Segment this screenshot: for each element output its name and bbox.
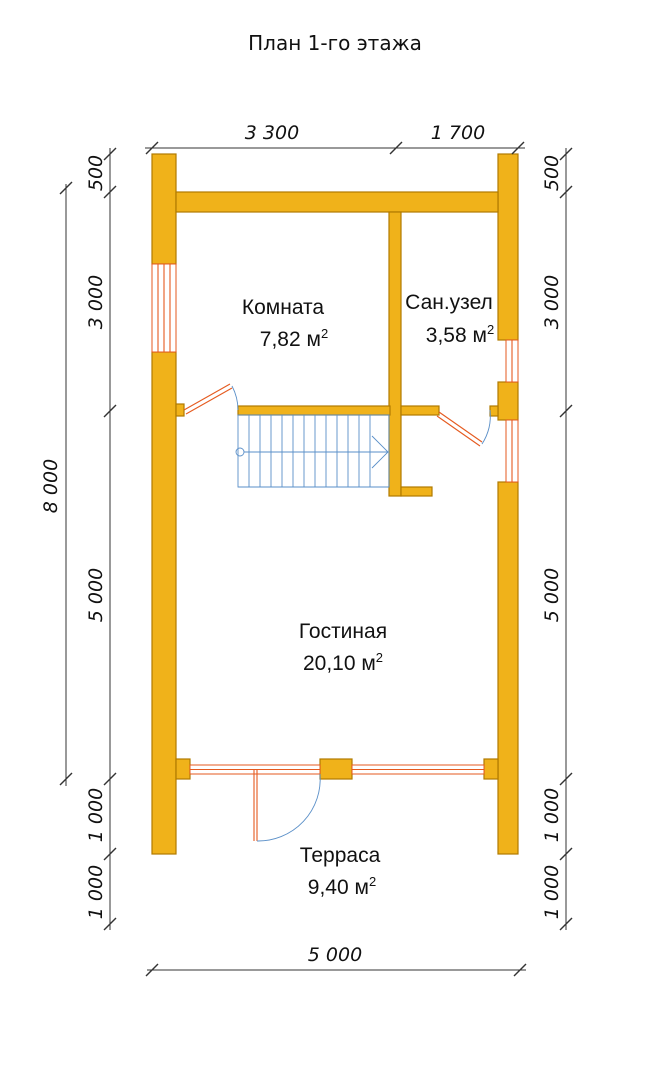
stair-arrow (371, 435, 389, 469)
dim-left-500: 500 (85, 155, 107, 191)
dim-left-5000: 5 000 (85, 568, 107, 622)
bath-door-jamb (489, 405, 499, 417)
room-name: Терраса (300, 844, 381, 867)
dimension-left: 500 3 000 5 000 1 000 1 000 (85, 147, 117, 931)
room-gostinaya: Гостиная 20,10 м2 (299, 620, 387, 675)
room-name: Сан.узел (405, 291, 493, 314)
room-area: 3,58 м2 (426, 322, 494, 347)
dim-right-3000: 3 000 (541, 275, 563, 329)
window-right (505, 419, 519, 483)
dim-left-1000b: 1 000 (85, 865, 107, 919)
terrace-post-left (175, 758, 191, 780)
window-bathroom (505, 339, 519, 383)
dim-right-1000a: 1 000 (541, 788, 563, 842)
left-wall-main (151, 351, 177, 855)
room-name: Комната (242, 296, 325, 319)
terrace-post-right (483, 758, 499, 780)
left-door-jamb (175, 403, 185, 417)
right-wall-mid (497, 381, 519, 421)
dim-right-5000: 5 000 (541, 568, 563, 622)
stair-wall-stub (400, 486, 433, 497)
window-terrace-left (189, 764, 321, 775)
room-area: 9,40 м2 (308, 874, 376, 899)
dim-left-1000a: 1 000 (85, 788, 107, 842)
dimension-overall: 8 000 (40, 181, 73, 786)
partition-vertical (388, 211, 402, 497)
staircase (235, 414, 390, 488)
room-area: 7,82 м2 (260, 326, 328, 351)
dim-right-1000b: 1 000 (541, 865, 563, 919)
room-sanuzel: Сан.узел 3,58 м2 (405, 291, 494, 347)
room-name: Гостиная (299, 620, 387, 643)
walls (151, 153, 519, 855)
door-terrace (253, 770, 321, 842)
doors (183, 383, 491, 842)
windows (151, 263, 519, 775)
room-terrasa: Терраса 9,40 м2 (300, 844, 381, 899)
stair-start-marker (235, 447, 245, 457)
dim-overall-8000: 8 000 (40, 459, 62, 513)
partition-bath-bottom (400, 405, 440, 416)
dim-top-left: 3 300 (245, 122, 299, 144)
room-area: 20,10 м2 (303, 650, 383, 675)
dimension-bottom: 5 000 (145, 944, 527, 977)
right-wall-bottom (497, 481, 519, 855)
dimension-right: 500 3 000 5 000 1 000 1 000 (541, 147, 573, 931)
dim-top-right: 1 700 (431, 122, 485, 144)
top-wall (175, 191, 499, 213)
window-left (151, 263, 177, 353)
right-wall-top (497, 153, 519, 341)
plan-title: План 1-го этажа (248, 31, 422, 55)
terrace-post-center (319, 758, 353, 780)
partition-room-bottom (237, 405, 391, 416)
dimension-top: 3 300 1 700 (145, 122, 525, 155)
door-bathroom (436, 409, 491, 447)
dim-left-3000: 3 000 (85, 275, 107, 329)
room-komnata: Комната 7,82 м2 (242, 296, 328, 351)
dim-bottom-5000: 5 000 (308, 944, 362, 966)
left-wall-top (151, 153, 177, 265)
door-left (183, 383, 239, 415)
window-terrace-right (351, 764, 485, 775)
dim-right-500: 500 (541, 155, 563, 191)
